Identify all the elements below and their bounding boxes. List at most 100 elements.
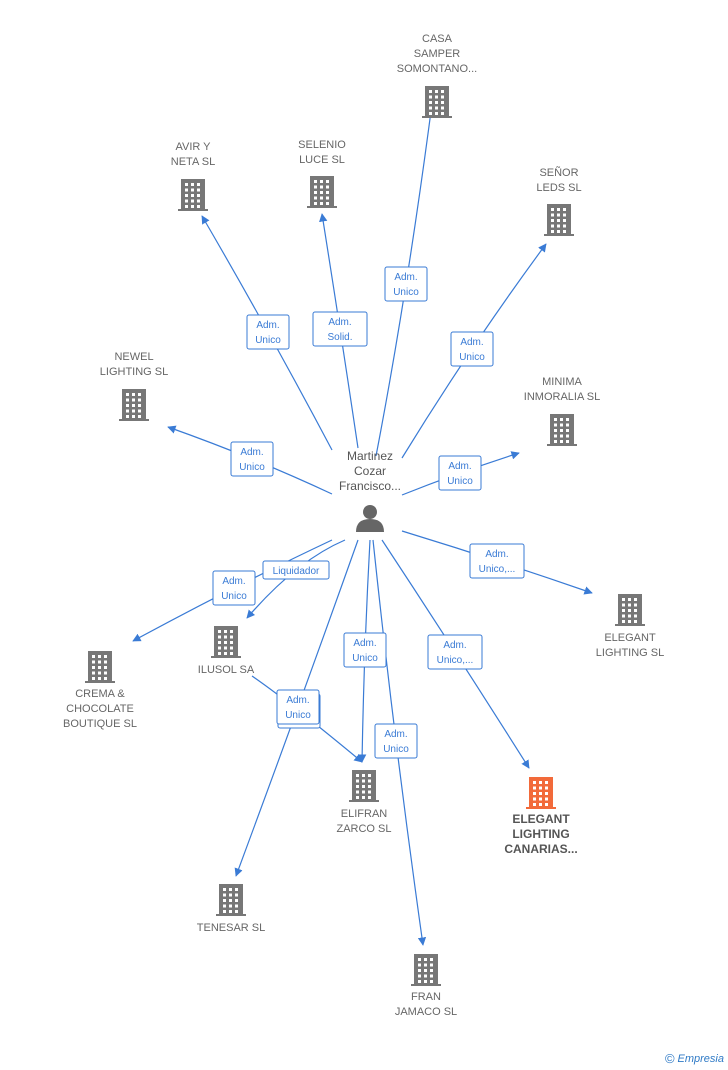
company-label[interactable]: FRAN [411, 991, 441, 1003]
edge-label-text: Unico,... [479, 564, 516, 575]
edge-label-text: Unico [447, 476, 473, 487]
company-label[interactable]: CASA [422, 33, 453, 45]
edge-label-box [276, 689, 320, 725]
edge-label-text: Unico [383, 744, 409, 755]
edge-labels-layer: Adm.UnicoAdm.UnicoAdm.Solid.Adm.UnicoAdm… [212, 266, 525, 759]
company-node-ilusol[interactable]: ILUSOL SA [198, 626, 255, 676]
company-label[interactable]: NETA SL [171, 156, 215, 168]
company-label[interactable]: BOUTIQUE SL [63, 718, 137, 730]
edge-label[interactable]: Adm. Unico [246, 314, 290, 350]
edge-label-box [212, 570, 256, 606]
company-label[interactable]: ILUSOL SA [198, 664, 255, 676]
company-node-tenesar[interactable]: TENESAR SL [197, 884, 265, 934]
edge-label-text: Unico [255, 335, 281, 346]
company-label[interactable]: LIGHTING [512, 827, 569, 841]
edge-label-box [374, 723, 418, 759]
person-label[interactable]: Cozar [354, 464, 386, 478]
edge-label-text: Unico [393, 287, 419, 298]
company-label[interactable]: ZARCO SL [336, 823, 391, 835]
edge-label-text: Adm. [286, 695, 309, 706]
company-label[interactable]: ELEGANT [604, 632, 656, 644]
edge-label[interactable]: Adm. Unico [343, 632, 387, 668]
edge-label-text: Adm. [256, 320, 279, 331]
edge-label-text: Adm. [384, 729, 407, 740]
company-label[interactable]: LUCE SL [299, 154, 345, 166]
edge-label-text: Adm. [328, 317, 351, 328]
company-label[interactable]: SEÑOR [539, 166, 578, 179]
company-node-senor-leds[interactable]: SEÑOR LEDS SL [536, 166, 582, 236]
building-icon[interactable] [615, 594, 645, 626]
edge-label-text: Adm. [240, 447, 263, 458]
edge-label-text: Unico [352, 653, 378, 664]
company-node-selenio-luce[interactable]: SELENIO LUCE SL [298, 139, 346, 208]
person-node[interactable]: MartinezCozarFrancisco... [339, 449, 401, 532]
edge-label[interactable]: Adm. Unico [374, 723, 418, 759]
company-label[interactable]: CREMA & [75, 688, 125, 700]
brand-logo[interactable]: Empresia [677, 1052, 724, 1065]
building-icon[interactable] [547, 414, 577, 446]
company-label[interactable]: LIGHTING SL [596, 647, 664, 659]
edge-label-text: Solid. [327, 332, 352, 343]
company-label[interactable]: AVIR Y [175, 141, 211, 153]
edge-label-text: Adm. [448, 461, 471, 472]
company-label[interactable]: JAMACO SL [395, 1006, 457, 1018]
company-label[interactable]: ELEGANT [512, 812, 570, 826]
edge-label[interactable]: Adm. Solid. [312, 311, 368, 347]
edge-label[interactable]: Adm. Unico [438, 455, 482, 491]
building-icon[interactable] [422, 86, 452, 118]
person-label[interactable]: Francisco... [339, 479, 401, 493]
company-node-minima-inmoralia[interactable]: MINIMA INMORALIA SL [524, 376, 600, 446]
edge-label[interactable]: Adm.Unico [384, 266, 428, 302]
company-label[interactable]: INMORALIA SL [524, 391, 600, 403]
edge-label-box [262, 560, 330, 580]
building-icon[interactable] [526, 777, 556, 809]
building-icon[interactable] [119, 389, 149, 421]
company-label[interactable]: CANARIAS... [504, 842, 577, 856]
edge-label-box [450, 331, 494, 367]
company-node-avir-neta[interactable]: AVIR Y NETA SL [171, 141, 215, 211]
edge-label-box [438, 455, 482, 491]
building-icon[interactable] [216, 884, 246, 916]
company-label[interactable]: MINIMA [542, 376, 582, 388]
building-icon[interactable] [411, 954, 441, 986]
edge-label-text: Adm. [353, 638, 376, 649]
company-node-fran-jamaco[interactable]: FRAN JAMACO SL [395, 954, 457, 1018]
building-icon[interactable] [85, 651, 115, 683]
edge-label[interactable]: Adm.Unico [276, 689, 320, 725]
edge-label-text: Unico [221, 591, 247, 602]
company-label[interactable]: LIGHTING SL [100, 366, 168, 378]
edge-label[interactable]: Adm. Unico,... [427, 634, 483, 670]
company-node-elegant-lighting[interactable]: ELEGANT LIGHTING SL [596, 594, 664, 659]
company-label[interactable]: CHOCOLATE [66, 703, 134, 715]
company-label[interactable]: TENESAR SL [197, 922, 265, 934]
edge-label-text: Adm. [443, 640, 466, 651]
company-node-casa-samper[interactable]: CASA SAMPER SOMONTANO... [397, 33, 477, 118]
edge-label[interactable]: Adm.Unico [450, 331, 494, 367]
building-icon[interactable] [544, 204, 574, 236]
company-label[interactable]: SOMONTANO... [397, 63, 477, 75]
copyright-symbol: © [664, 1051, 675, 1066]
company-label[interactable]: ELIFRAN [341, 808, 388, 820]
company-label[interactable]: LEDS SL [536, 182, 581, 194]
building-icon[interactable] [349, 770, 379, 802]
company-label[interactable]: NEWEL [114, 351, 153, 363]
building-icon[interactable] [307, 176, 337, 208]
edge-label-text: Unico,... [437, 655, 474, 666]
edge-label-text: Adm. [222, 576, 245, 587]
edge-label[interactable]: Liquidador [262, 560, 330, 580]
company-node-elegant-canarias[interactable]: ELEGANTLIGHTINGCANARIAS... [504, 777, 578, 856]
company-node-newel-lighting[interactable]: NEWEL LIGHTING SL [100, 351, 168, 421]
company-node-crema-chocolate[interactable]: CREMA & CHOCOLATE BOUTIQUE SL [63, 651, 137, 730]
edge-label[interactable]: Adm. Unico [212, 570, 256, 606]
footer: © Empresia [665, 1051, 724, 1066]
company-label[interactable]: SELENIO [298, 139, 346, 151]
company-label[interactable]: SAMPER [414, 48, 461, 60]
building-icon[interactable] [178, 179, 208, 211]
building-icon[interactable] [211, 626, 241, 658]
company-node-elifran-zarco[interactable]: ELIFRAN ZARCO SL [336, 770, 392, 835]
nodes-layer: CASA SAMPER SOMONTANO... AVIR Y NETA SL SELEN… [63, 33, 664, 1018]
edge-label[interactable]: Adm.Unico,... [469, 543, 525, 579]
edge-label[interactable]: Adm.Unico [230, 441, 274, 477]
person-label[interactable]: Martinez [347, 449, 393, 463]
